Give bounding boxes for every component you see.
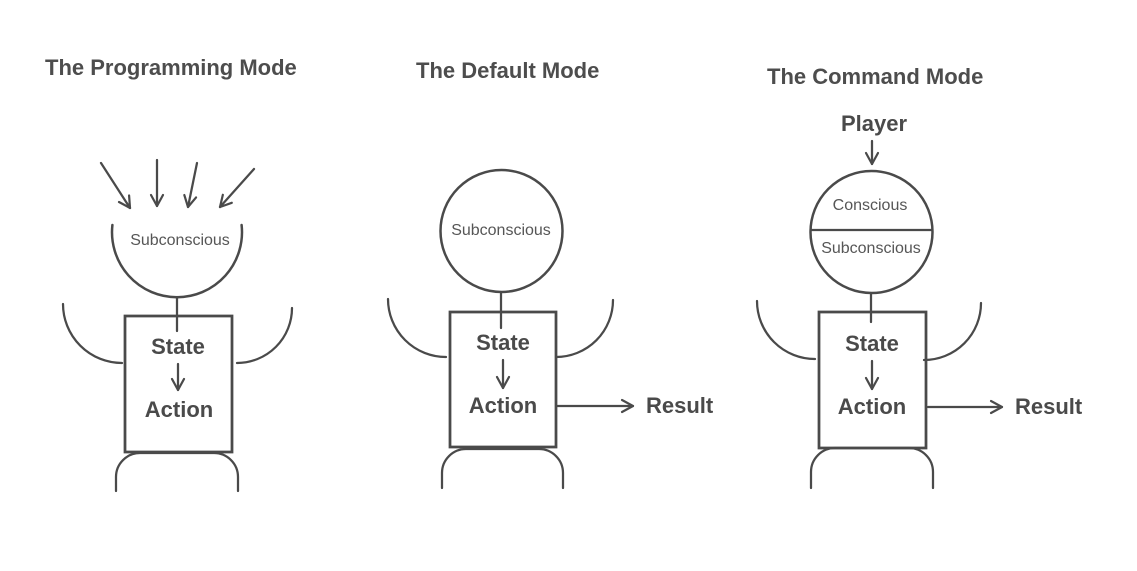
legs: [114, 451, 240, 493]
state-label: State: [476, 329, 530, 355]
state-label: State: [845, 330, 899, 356]
conscious-label: Conscious: [832, 197, 908, 215]
right-arm: [235, 306, 294, 365]
incoming-arrow-1: [99, 161, 132, 210]
right-arm: [554, 298, 615, 359]
subconscious-label: Subconscious: [451, 222, 551, 240]
head-circle: [809, 169, 934, 295]
action-label: Action: [837, 393, 907, 419]
action-label: Action: [468, 392, 538, 418]
incoming-arrow-4: [218, 167, 256, 209]
result-label: Result: [1015, 393, 1083, 419]
panel-title-default-mode: The Default Mode: [416, 58, 600, 83]
subconscious-label: Subconscious: [821, 240, 921, 258]
left-arm: [61, 302, 124, 365]
right-arm: [922, 301, 983, 362]
legs: [440, 447, 565, 490]
incoming-arrow-3: [183, 161, 199, 209]
result-label: Result: [646, 392, 714, 418]
panel-title-programming-mode: The Programming Mode: [45, 55, 297, 80]
left-arm: [755, 299, 817, 361]
player-label: Player: [840, 110, 908, 136]
state-label: State: [151, 333, 205, 359]
subconscious-label: Subconscious: [130, 232, 230, 250]
panel-title-command-mode: The Command Mode: [767, 64, 984, 89]
action-label: Action: [144, 396, 214, 422]
left-arm: [386, 297, 448, 359]
legs: [809, 446, 935, 490]
body-box: [448, 310, 558, 449]
